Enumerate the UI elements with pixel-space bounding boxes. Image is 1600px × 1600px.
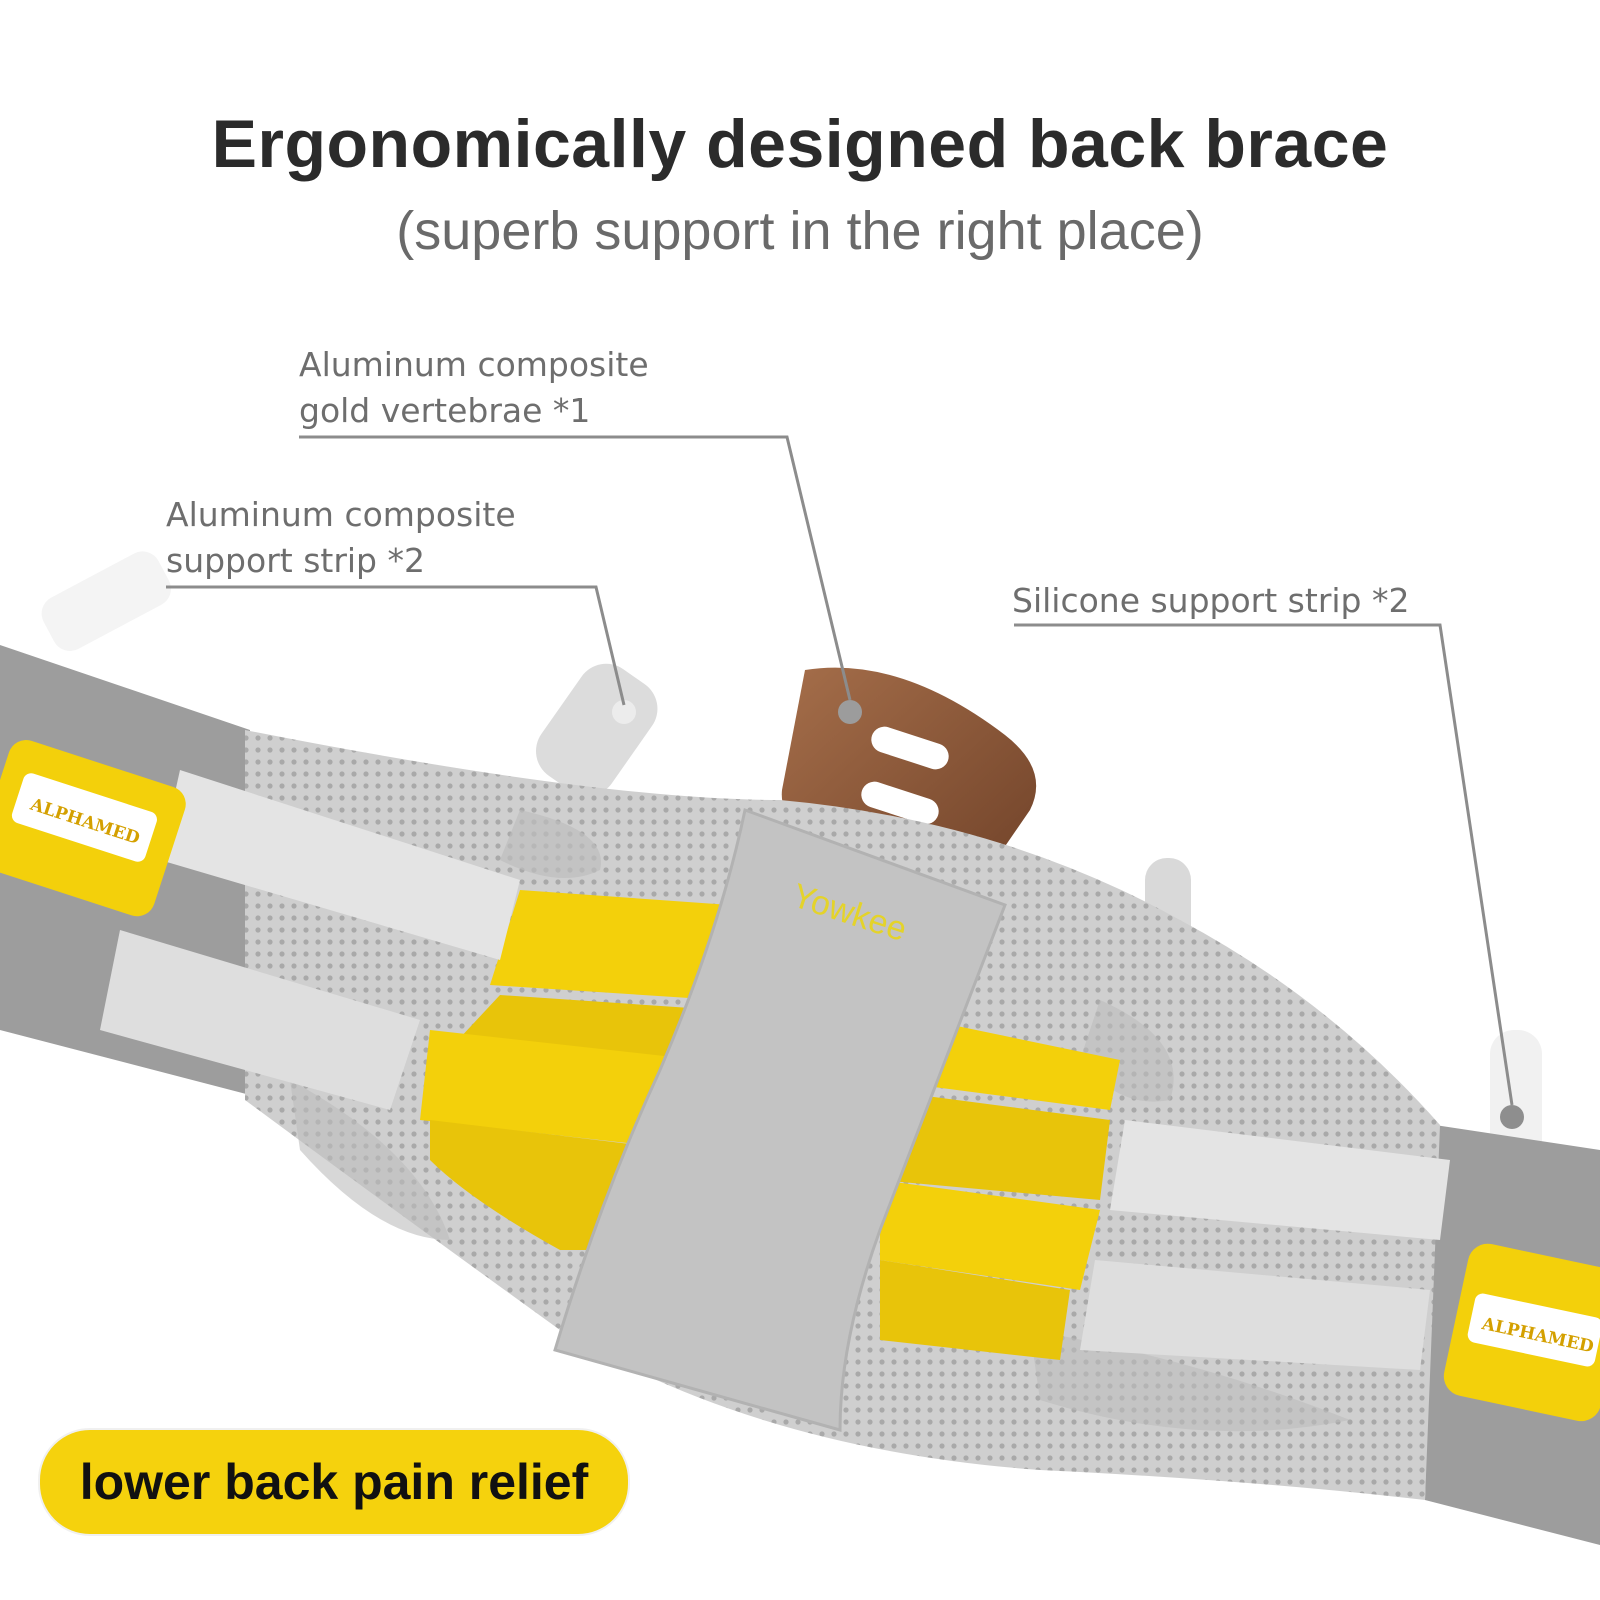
callout-support-strip-line2: support strip *2 (166, 541, 425, 580)
callout-support-strip-line1: Aluminum composite (166, 495, 516, 534)
leader-line-vertebrae (299, 435, 852, 701)
gray-straps-right (1080, 1120, 1450, 1370)
callout-silicone-line1: Silicone support strip *2 (1012, 581, 1410, 620)
aluminum-support-strip (535, 663, 658, 797)
silicone-strip-right (1490, 1030, 1542, 1170)
callout-vertebrae-line1: Aluminum composite (299, 345, 649, 384)
ghost-strip-left (41, 551, 171, 651)
brand-patch-left: ALPHAMED (0, 740, 186, 917)
callout-silicone: Silicone support strip *2 (1012, 578, 1409, 624)
callout-vertebrae: Aluminum composite gold vertebrae *1 (299, 342, 649, 434)
page-subtitle: (superb support in the right place) (396, 201, 1204, 261)
callout-leader-lines (166, 435, 1514, 1106)
callout-vertebrae-line2: gold vertebrae *1 (299, 391, 591, 430)
brand-patch-right: ALPHAMED (1443, 1243, 1600, 1422)
gray-straps-left (100, 770, 520, 1110)
center-panel (553, 807, 1007, 1432)
page-title: Ergonomically designed back brace (211, 106, 1389, 182)
leader-line-support-strip (166, 585, 626, 706)
callout-support-strip: Aluminum composite support strip *2 (166, 492, 516, 584)
leader-line-silicone (1014, 623, 1514, 1106)
feature-badge: lower back pain relief (38, 1428, 630, 1536)
feature-badge-label: lower back pain relief (79, 1454, 589, 1510)
